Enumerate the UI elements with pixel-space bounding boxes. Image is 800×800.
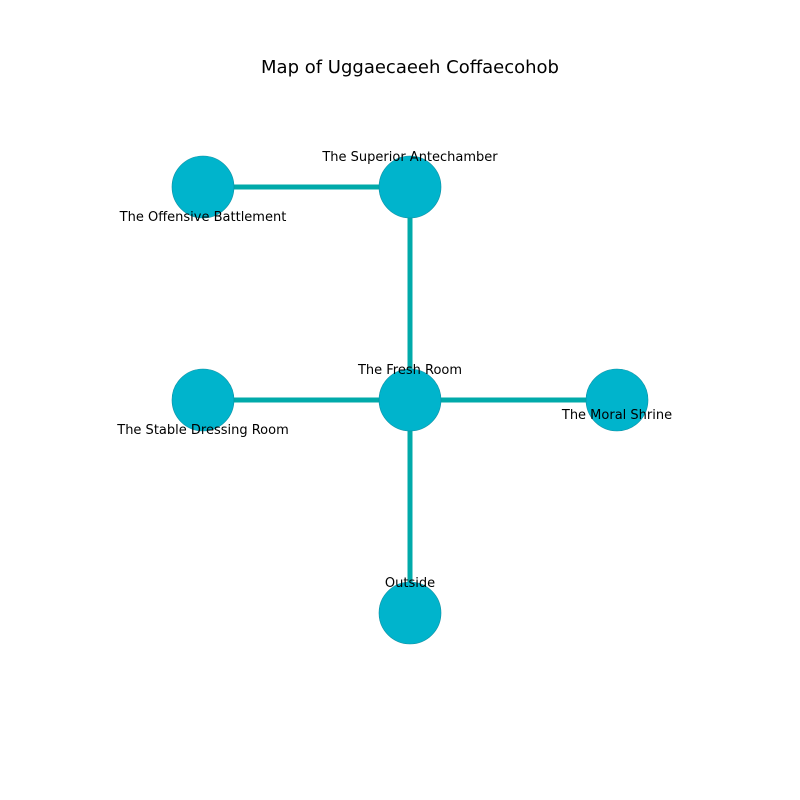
- room-node-offensive-battlement: [171, 155, 235, 219]
- map-title: Map of Uggaecaeeh Coffaecohob: [261, 57, 559, 78]
- room-node-fresh-room: [378, 368, 442, 432]
- labels-layer: The Offensive Battlement The Superior Ant…: [116, 150, 672, 591]
- room-node-stable-dressing-room: [171, 368, 235, 432]
- room-label-offensive-battlement: The Offensive Battlement: [119, 210, 287, 225]
- rooms-layer: [171, 155, 649, 645]
- connections-layer: [203, 184, 617, 613]
- room-label-outside: Outside: [385, 576, 435, 591]
- room-node-superior-antechamber: [378, 155, 442, 219]
- room-label-superior-antechamber: The Superior Antechamber: [321, 150, 498, 165]
- room-node-moral-shrine: [585, 368, 649, 432]
- room-label-moral-shrine: The Moral Shrine: [561, 408, 672, 423]
- room-label-fresh-room: The Fresh Room: [357, 363, 462, 378]
- room-label-stable-dressing-room: The Stable Dressing Room: [116, 423, 289, 438]
- room-node-outside: [378, 581, 442, 645]
